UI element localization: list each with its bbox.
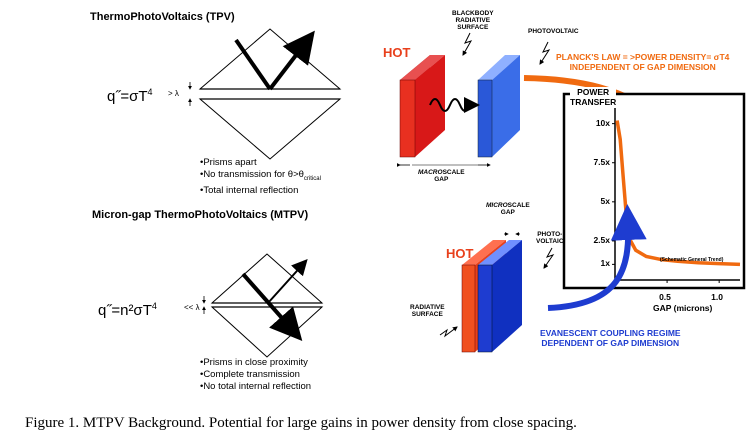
mtpv-lambda-label: << λ [184, 303, 200, 312]
chart-x-label: GAP (microns) [653, 303, 713, 313]
chart-y-tick: 7.5x [593, 156, 610, 167]
tpv-bullet: •Total internal reflection [200, 184, 299, 196]
tpv-gap-rest: SCALE GAP [434, 169, 465, 183]
evanescent-label: EVANESCENT COUPLING REGIME DEPENDENT OF … [540, 328, 681, 348]
chart-y-tick: 5x [600, 195, 610, 206]
mtpv-equation-text: q˝=n²σT [98, 302, 152, 319]
figure-caption: Figure 1. MTPV Background. Potential for… [25, 415, 577, 431]
tpv-lambda-label: > λ [168, 89, 179, 98]
chart-x-tick: 1.0 [711, 292, 723, 302]
mtpv-bullets: •Prisms in close proximity •Complete tra… [200, 357, 311, 393]
chart-frame [562, 92, 746, 290]
chart-ticks [612, 123, 720, 283]
chart-x-tick: 0.5 [659, 292, 671, 302]
tpv-bullet-text: •No transmission for θ>θ [200, 169, 304, 180]
tpv-equation: q˝=σT4 [107, 87, 153, 105]
tpv-photovoltaic-label: PHOTOVOLTAIC [528, 28, 579, 35]
mtpv-equation: q˝=n²σT4 [98, 301, 157, 319]
mtpv-gap-label: MICROSCALE GAP [486, 202, 530, 216]
tpv-prisms [188, 28, 342, 160]
mtpv-bullet: •Complete transmission [200, 369, 300, 380]
mtpv-gap-emph: MICRO [486, 202, 508, 209]
chart-y-tick: 2.5x [593, 234, 610, 245]
chart-y-tick: 10x [595, 117, 610, 128]
tpv-title: ThermoPhotoVoltaics (TPV) [90, 11, 235, 23]
mtpv-bullet: •No total internal reflection [200, 381, 312, 392]
mtpv-radiative-label: RADIATIVE SURFACE [410, 304, 445, 318]
evanescent-arrow [547, 204, 647, 311]
tpv-plates [396, 32, 551, 167]
tpv-gap-emph: MACRO [418, 169, 443, 176]
tpv-blackbody-label: BLACKBODY RADIATIVE SURFACE [452, 10, 494, 31]
tpv-equation-exp: 4 [147, 87, 153, 97]
chart-series-line [615, 120, 741, 267]
mtpv-bullet: •Prisms in close proximity [200, 357, 308, 368]
mtpv-plates [439, 232, 555, 353]
tpv-bullet-sub: critical [303, 175, 321, 182]
chart-note: (Schematic General Trend) [660, 257, 724, 263]
mtpv-photovoltaic-label: PHOTO- VOLTAIC [536, 231, 564, 245]
tpv-bullets: •Prisms apart •No transmission for θ>θcr… [200, 157, 321, 197]
chart-y-tick: 1x [600, 258, 610, 269]
planck-label: PLANCK'S LAW = >POWER DENSITY= σT4 INDEP… [556, 52, 730, 72]
chart-title: POWER TRANSFER [570, 87, 617, 107]
tpv-bullet: •Prisms apart [200, 157, 257, 168]
mtpv-gap-rest: SCALE GAP [500, 202, 530, 216]
tpv-gap-label: MACROSCALE GAP [418, 169, 465, 183]
mtpv-equation-exp: 4 [151, 301, 157, 311]
mtpv-hot-label: HOT [446, 246, 474, 261]
mtpv-prisms [202, 253, 324, 358]
tpv-hot-label: HOT [383, 45, 411, 60]
mtpv-title: Micron-gap ThermoPhotoVoltaics (MTPV) [92, 209, 309, 221]
tpv-equation-text: q˝=σT [107, 88, 148, 105]
tpv-bullet: •No transmission for θ>θcritical [200, 169, 321, 185]
